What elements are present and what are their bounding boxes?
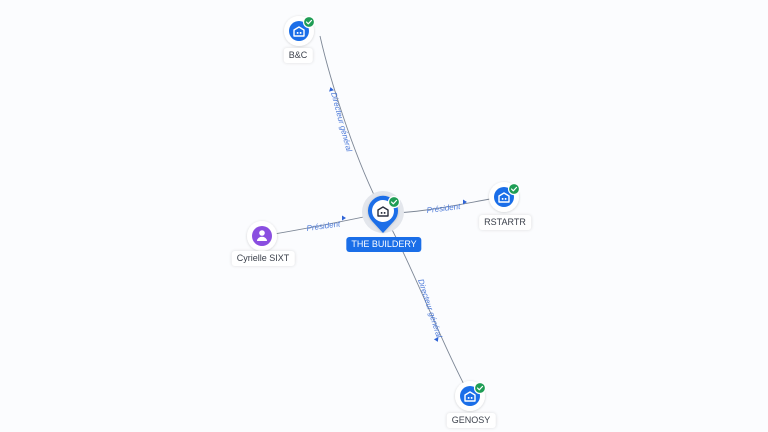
arrow-rstartr [463, 199, 467, 205]
node-label-cyrielle[interactable]: Cyrielle SIXT [231, 251, 295, 266]
edge-label-rstartr: Président [426, 202, 461, 215]
verified-check-icon [387, 195, 401, 209]
building-icon [377, 206, 389, 217]
arrow-bc [329, 87, 334, 92]
arrow-genosy [433, 337, 439, 342]
node-genosy[interactable] [455, 381, 487, 411]
edge-genosy [382, 212, 471, 397]
edge-label-genosy: Directeur général [416, 278, 444, 339]
edge-label-cyrielle: Président [306, 219, 341, 233]
verified-check-icon [507, 182, 521, 196]
node-rstartr[interactable] [489, 182, 521, 212]
node-label-genosy[interactable]: GENOSY [446, 413, 496, 428]
person-icon [257, 230, 267, 241]
center-node-label[interactable]: THE BUILDERY [346, 237, 422, 252]
verified-check-icon [473, 381, 487, 395]
node-cyrielle[interactable] [247, 221, 277, 251]
edge-arrows [329, 87, 467, 342]
arrow-cyrielle [342, 215, 346, 221]
center-node[interactable] [362, 191, 404, 233]
edge-bc [319, 35, 384, 214]
node-label-rstartr[interactable]: RSTARTR [479, 215, 531, 230]
edge-label-bc: Directeur général [329, 91, 354, 153]
node-bc[interactable] [284, 15, 316, 46]
node-label-bc[interactable]: B&C [283, 48, 313, 63]
verified-check-icon [302, 15, 316, 29]
